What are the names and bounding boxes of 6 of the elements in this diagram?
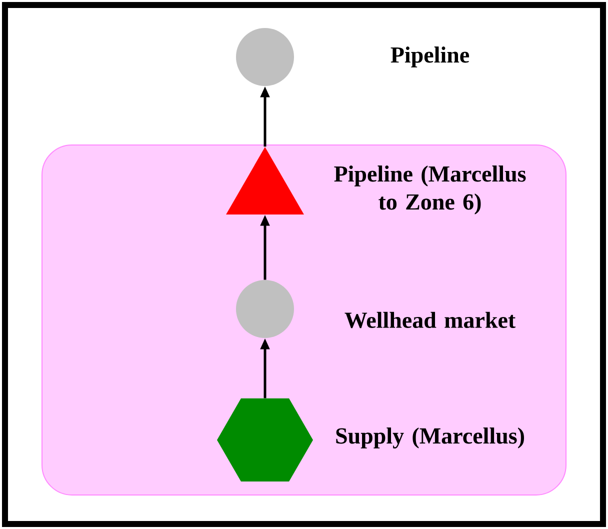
circle [236,28,294,86]
node-label: Supply (Marcellus) [336,428,524,448]
node-label: Wellhead market [344,312,516,328]
group-box [42,144,566,496]
node-label: Pipeline (Marcellus to Zone 6) [334,166,526,214]
label: Pipeline [390,46,470,68]
